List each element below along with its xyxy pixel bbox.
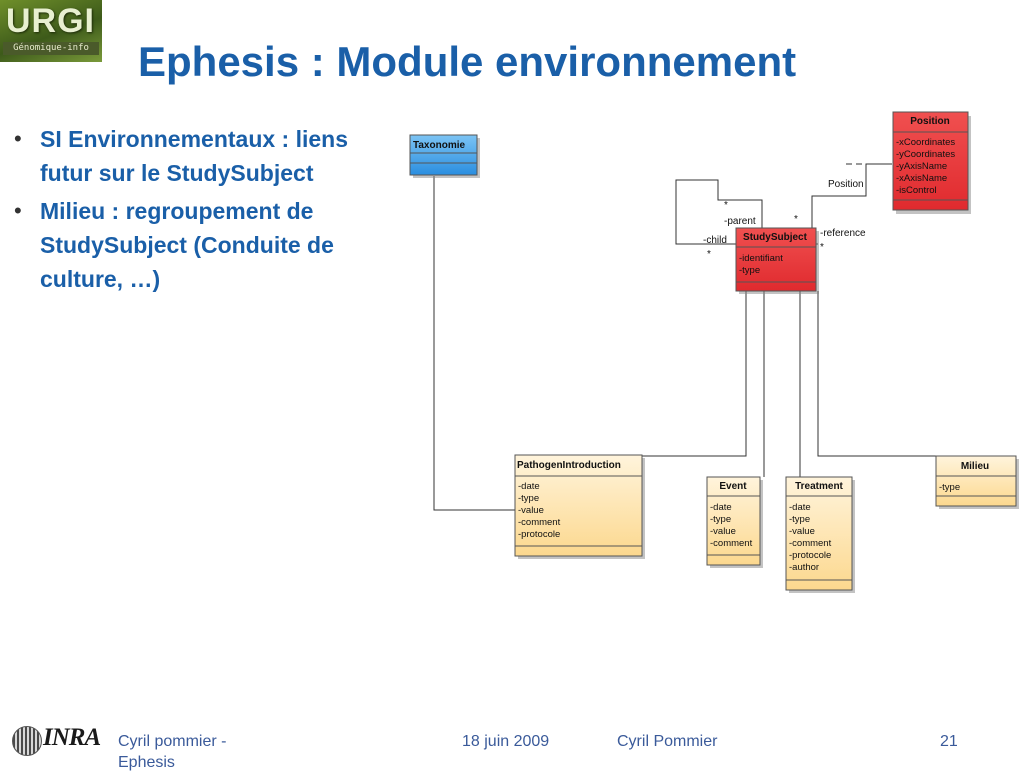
attribute: -yAxisName <box>896 161 947 172</box>
attribute: -xAxisName <box>896 173 947 184</box>
class-name: Milieu <box>961 461 989 472</box>
attribute: -protocole <box>518 529 560 540</box>
label-position-assoc: Position <box>828 179 864 190</box>
attribute: -type <box>939 482 960 493</box>
inra-globe-icon <box>12 726 42 756</box>
taxonomie-pathogen-link <box>433 176 515 511</box>
label-child: -child <box>703 235 727 246</box>
class-event: Event -date -type -value -comment <box>706 476 763 568</box>
svg-text:-date -type -value: -date -type -value -comment -protocole <box>518 481 563 540</box>
class-name: Taxonomie <box>413 140 465 151</box>
footer-presenter: Cyril pommier - Ephesis <box>118 733 227 771</box>
inra-logo-text: INRA <box>43 724 101 751</box>
svg-text:-type: -type <box>939 482 960 493</box>
attribute: -type <box>789 514 810 525</box>
attribute: -comment <box>710 538 753 549</box>
bullet-text: Milieu : regroupement de StudySubject (C… <box>40 198 334 292</box>
attribute: -date <box>518 481 540 492</box>
class-treatment: Treatment -date -type -value -comment -p… <box>785 476 855 593</box>
study-pathogen-link <box>641 291 747 457</box>
attribute: -comment <box>518 517 561 528</box>
attribute: -isControl <box>896 185 937 196</box>
attribute: -type <box>710 514 731 525</box>
class-name: PathogenIntroduction <box>517 460 621 471</box>
svg-text:-xCoordinates -yCoordina: -xCoordinates -yCoordinates -yAxisName -… <box>896 137 958 196</box>
attribute: -identifiant <box>739 253 783 264</box>
svg-text:-date -type -value: -date -type -value -comment <box>710 502 753 549</box>
class-pathogenintroduction: PathogenIntroduction -date -type -value … <box>514 454 645 559</box>
mult-parent: * <box>724 200 728 211</box>
footer-date: 18 juin 2009 <box>462 733 550 750</box>
attribute: -value <box>789 526 815 537</box>
page-number: 21 <box>940 733 958 750</box>
attribute: -date <box>789 502 811 513</box>
footer-author: Cyril Pommier <box>617 733 718 750</box>
mult-child: * <box>707 249 711 260</box>
attribute: -author <box>789 562 819 573</box>
bullet-text: SI Environnementaux : liens futur sur le… <box>40 126 349 186</box>
study-milieu-link <box>817 291 936 457</box>
mult-ref-dst: * <box>820 242 824 253</box>
attribute: -protocole <box>789 550 831 561</box>
mult-ref-src: * <box>794 214 798 225</box>
urgi-logo: URGI Génomique-info <box>0 0 102 62</box>
urgi-logo-text: URGI <box>6 2 95 40</box>
bullet-list: • SI Environnementaux : liens futur sur … <box>14 122 392 300</box>
urgi-logo-subtitle: Génomique-info <box>3 42 99 55</box>
svg-text:-identifiant -type: -identifiant -type <box>739 253 785 276</box>
attribute: -type <box>739 265 760 276</box>
bullet-item: • Milieu : regroupement de StudySubject … <box>14 194 392 296</box>
class-name: Treatment <box>795 481 843 492</box>
class-name: StudySubject <box>743 232 808 243</box>
bullet-dot-icon: • <box>14 198 22 223</box>
attribute: -value <box>710 526 736 537</box>
label-reference: -reference <box>820 228 866 239</box>
slide-title: Ephesis : Module environnement <box>138 38 797 85</box>
bullet-dot-icon: • <box>14 126 22 151</box>
class-name: Event <box>719 481 747 492</box>
attribute: -comment <box>789 538 832 549</box>
inra-logo: INRA <box>12 722 101 758</box>
bullet-item: • SI Environnementaux : liens futur sur … <box>14 122 392 190</box>
class-name: Position <box>910 116 949 127</box>
attribute: -yCoordinates <box>896 149 955 160</box>
svg-text:-date -type -value: -date -type -value -comment -protocole -… <box>789 502 834 573</box>
self-association-link <box>675 179 763 245</box>
attribute: -date <box>710 502 732 513</box>
association-lines <box>433 163 936 511</box>
class-position: Position -xCoordinates -yCoordinates -yA… <box>892 111 971 214</box>
attribute: -xCoordinates <box>896 137 955 148</box>
class-taxonomie: Taxonomie <box>409 134 480 178</box>
class-milieu: Milieu -type <box>935 455 1019 509</box>
attribute: -value <box>518 505 544 516</box>
attribute: -type <box>518 493 539 504</box>
label-parent: -parent <box>724 216 756 227</box>
class-studysubject: StudySubject -identifiant -type <box>735 227 819 294</box>
